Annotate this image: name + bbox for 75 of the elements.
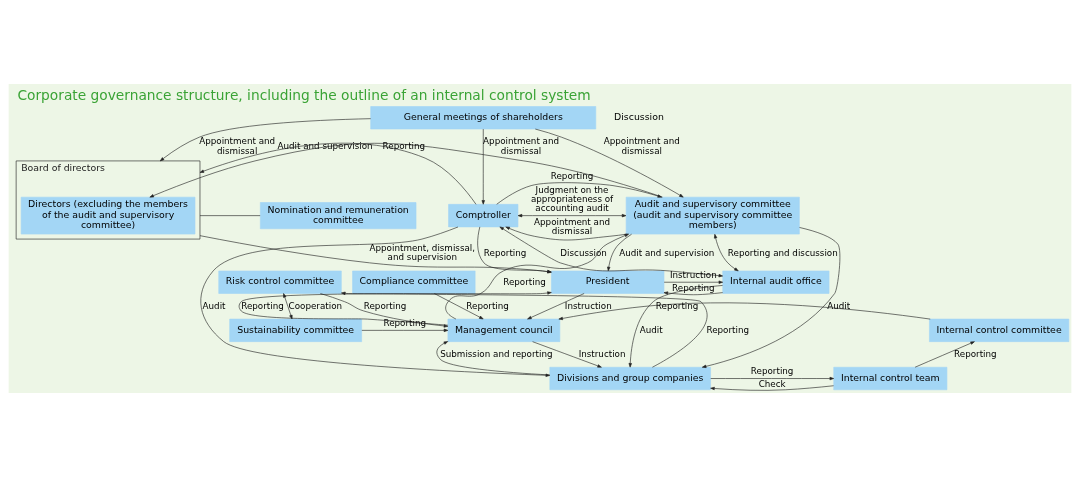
arrow [238, 291, 552, 326]
node-box: Compliance committee [352, 270, 476, 294]
arrow [159, 118, 371, 162]
edge-label: Instruction [669, 269, 717, 280]
arrow [499, 226, 723, 278]
edge-label: Appointment and dismissal [534, 216, 611, 236]
edge-label: Audit and supervision [619, 247, 715, 258]
arrow [517, 214, 627, 218]
arrow [914, 341, 975, 368]
edge-label: Cooperation [288, 300, 343, 311]
edge-label: Appointment and dismissal [603, 136, 680, 156]
node-box: President [551, 270, 665, 294]
diagram-title: Corporate governance structure, including the outline of an internal control system [17, 87, 591, 104]
arrow [200, 226, 550, 377]
node-box: General meetings of shareholders [370, 106, 597, 130]
edge-label: Reporting [706, 324, 750, 335]
edge-label: Reporting [241, 300, 284, 311]
arrow [663, 291, 723, 296]
edge-label: Reporting [503, 276, 546, 287]
arrow [714, 233, 739, 272]
edge-label: Reporting [466, 300, 509, 311]
edge-label: Audit [827, 300, 851, 311]
arrow [199, 235, 552, 274]
edge-label: Judgment on the appropriateness of accounting audit [530, 184, 614, 214]
arrow [628, 285, 723, 368]
arrow [532, 341, 602, 368]
arrow [710, 385, 834, 391]
arrow [534, 128, 684, 198]
arrow [445, 233, 629, 320]
edge-label: Reporting [750, 366, 794, 377]
label: Discussion [614, 110, 664, 122]
edge-label: Appointment and dismissal [199, 136, 276, 156]
edge-label: Reporting [954, 348, 997, 359]
edge-label: Instruction [578, 348, 626, 359]
node-box: Nomination and remuneration committee [260, 202, 417, 230]
node-box: Internal audit office [722, 270, 830, 294]
node-box: Internal control committee [929, 318, 1070, 342]
edge-label: Reporting [550, 171, 594, 182]
arrow [607, 233, 632, 272]
arrow [283, 293, 293, 320]
edge-label: Reporting and discussion [727, 247, 838, 258]
arrow [436, 341, 551, 376]
edge-label: Reporting [382, 140, 426, 151]
node-box: Sustainability committee [229, 318, 362, 342]
edge-label: Appointment, dismissal, and supervision [369, 243, 476, 263]
edge-label: Reporting [655, 300, 699, 311]
edge-label: Audit and supervision [277, 140, 373, 151]
arrow [361, 328, 449, 332]
edge-label: Appointment and dismissal [483, 136, 560, 156]
arrow [527, 293, 585, 320]
edge-label: Submission and reporting [440, 348, 553, 359]
edge-label: Instruction [564, 300, 612, 311]
edge-label: Reporting [383, 318, 427, 329]
arrow [663, 280, 723, 284]
arrow [496, 182, 662, 205]
arrow [481, 128, 485, 205]
arrow [320, 293, 449, 328]
edge-label: Reporting [672, 283, 715, 294]
edge-label: Check [758, 379, 786, 390]
edge-label: Audit [639, 324, 663, 335]
edge-label: Discussion [560, 247, 607, 258]
arrow [149, 143, 663, 198]
arrow [558, 302, 931, 321]
arrow [505, 226, 628, 241]
edge-label: Audit [202, 300, 226, 311]
node-box: Risk control committee [218, 270, 342, 294]
edge-label: Reporting [483, 247, 527, 258]
arrow [701, 227, 841, 368]
edge-label: Reporting [363, 300, 407, 311]
arrow [199, 142, 477, 205]
arrow [341, 291, 708, 368]
arrow [477, 226, 552, 274]
connector [199, 215, 261, 216]
arrow [710, 376, 834, 381]
node-box: Internal control team [833, 366, 948, 391]
